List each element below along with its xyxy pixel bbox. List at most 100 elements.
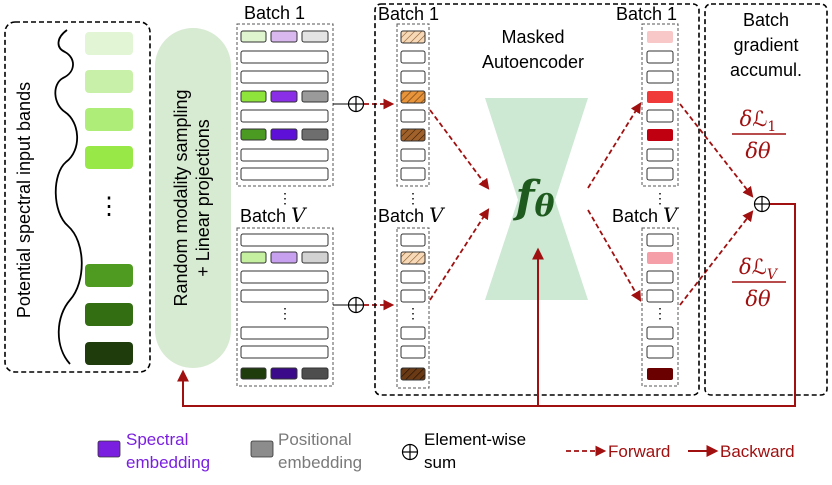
grid1-r3-positional <box>301 128 329 141</box>
gridv-r2-spectral <box>270 367 298 380</box>
band-7 <box>85 342 133 365</box>
legend-spectral-swatch <box>97 440 121 458</box>
grid1-r1-spectral <box>270 30 298 43</box>
legend-positional-line2: embedding <box>278 453 362 472</box>
sum-node-batch-v <box>333 296 395 314</box>
legend-positional-line1: Positional <box>278 430 352 449</box>
band-2 <box>85 70 133 93</box>
arrow-outputs1-to-accum <box>679 103 754 198</box>
encv-token-2 <box>400 367 426 381</box>
grid1-empty-3 <box>240 109 329 123</box>
enc-separator-dots: ⋮ <box>406 190 420 206</box>
grad-label-line1: Batch <box>743 10 789 30</box>
band-1 <box>85 32 133 55</box>
grad-label-line3: accumul. <box>730 60 802 80</box>
gradv-numerator: δℒV <box>739 255 779 283</box>
grid1-r2-band <box>240 90 267 103</box>
grad-fraction-1: δℒ1 δθ <box>732 107 786 163</box>
grid-batch-v-label: Batch V <box>240 203 308 227</box>
backward-path <box>177 203 796 407</box>
gridv-r1-band <box>240 251 267 264</box>
grid1-r2-positional <box>301 90 329 103</box>
grid1-r3-spectral <box>270 128 298 141</box>
dec1-output-2 <box>647 91 673 103</box>
dec1-empty-3 <box>646 109 674 123</box>
decv-output-1 <box>647 252 673 264</box>
token-grid-batch-1: Batch 1 ⋮ <box>236 3 334 206</box>
decv-dots: ⋮ <box>653 305 667 321</box>
grid1-r2-spectral <box>270 90 298 103</box>
enc-batch-v-label: Batch V <box>378 203 446 227</box>
enc-batch-1-label: Batch 1 <box>378 4 439 24</box>
enc1-empty-4 <box>400 148 426 162</box>
spectral-bands-label: Potential spectral input bands <box>14 82 34 318</box>
dec1-empty-5 <box>646 167 674 181</box>
grad1-numerator: δℒ1 <box>740 107 777 135</box>
gridv-r2-positional <box>301 367 329 380</box>
dec1-empty-1 <box>646 50 674 64</box>
grid1-r1-band <box>240 30 267 43</box>
sampler-label-line2: + Linear projections <box>193 119 213 277</box>
encv-token-1 <box>400 251 426 265</box>
enc1-empty-3 <box>400 109 426 123</box>
grid1-r3-band <box>240 128 267 141</box>
enc1-empty-5 <box>400 167 426 181</box>
enc1-empty-2 <box>400 70 426 84</box>
decoder-outputs-batch-v: Batch V ⋮ <box>612 203 680 387</box>
legend-backward-label: Backward <box>720 442 795 461</box>
gridv-empty-3 <box>240 289 329 303</box>
encv-empty-5 <box>400 345 426 359</box>
grid-separator-dots: ⋮ <box>278 190 292 206</box>
dec1-empty-4 <box>646 148 674 162</box>
gridv-r1-spectral <box>270 251 298 264</box>
enc1-token-2 <box>400 90 426 104</box>
grid-batch-v-border <box>236 227 334 387</box>
mae-label-line2: Autoencoder <box>482 52 584 72</box>
dec-batch-v-label: Batch V <box>612 203 680 227</box>
forward-arrows <box>429 102 754 306</box>
decv-border <box>641 227 679 387</box>
enc1-empty-1 <box>400 50 426 64</box>
decv-empty-5 <box>646 345 674 359</box>
spectral-bands-panel: Potential spectral input bands ⋮ <box>4 21 151 373</box>
legend-spectral-line2: embedding <box>126 453 210 472</box>
encv-border <box>396 227 430 389</box>
sampler-label-line1: Random modality sampling <box>171 89 191 306</box>
grad-label-line2: gradient <box>733 35 798 55</box>
dec1-border <box>641 23 679 187</box>
grid-batch-1-border <box>236 23 334 187</box>
arrow-f-to-outputsv <box>587 209 642 302</box>
grad-fraction-v: δℒV δθ <box>732 255 786 311</box>
dec1-empty-2 <box>646 70 674 84</box>
legend-positional-swatch <box>250 440 274 458</box>
gridv-empty-1 <box>240 233 329 247</box>
decv-empty-1 <box>646 233 674 247</box>
dec1-output-1 <box>647 31 673 43</box>
masked-autoencoder-box: Masked Autoencoder fθ <box>374 3 700 396</box>
gridv-r2-band <box>240 367 267 380</box>
legend-forward-label: Forward <box>608 442 670 461</box>
gridv-r1-positional <box>301 251 329 264</box>
encv-dots: ⋮ <box>406 305 420 321</box>
encv-empty-2 <box>400 270 426 284</box>
gradv-denominator: δθ <box>745 287 771 311</box>
decv-empty-2 <box>646 270 674 284</box>
grad1-denominator: δθ <box>745 139 771 163</box>
grid1-empty-4 <box>240 148 329 162</box>
grid1-r1-positional <box>301 30 329 43</box>
encv-empty-1 <box>400 233 426 247</box>
gridv-empty-2 <box>240 270 329 284</box>
sum-node-batch-1 <box>333 95 395 113</box>
dec1-output-3 <box>647 129 673 141</box>
spectral-bands-panel-border <box>4 21 151 373</box>
grid1-empty-1 <box>240 50 329 64</box>
dec-separator-dots: ⋮ <box>653 190 667 206</box>
arrow-tokensv-to-f <box>429 208 490 301</box>
band-6 <box>85 303 133 326</box>
encv-empty-3 <box>400 289 426 303</box>
modality-sampler: Random modality sampling + Linear projec… <box>155 28 231 368</box>
gridv-empty-4 <box>240 326 329 340</box>
arrow-f-to-outputs1 <box>587 102 642 189</box>
autoencoder-shape <box>485 98 588 300</box>
